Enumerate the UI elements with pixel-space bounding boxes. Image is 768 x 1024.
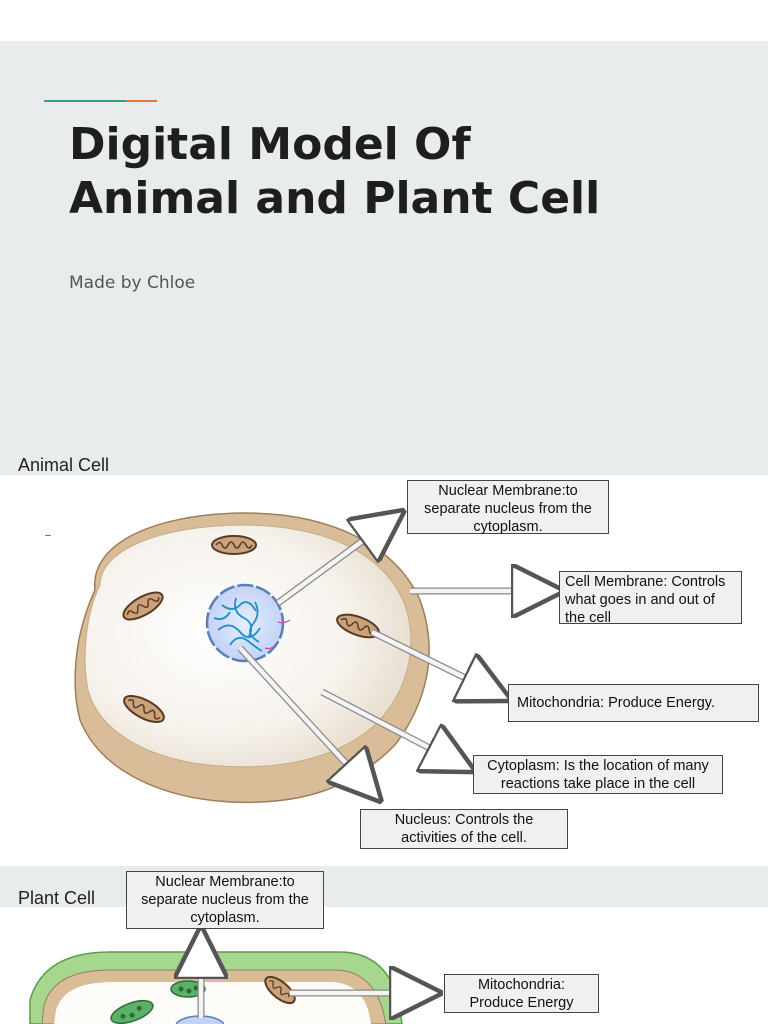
title-line-1: Digital Model Of <box>69 119 471 170</box>
page-title: Digital Model Of Animal and Plant Cell <box>69 118 729 226</box>
plant-slide-band <box>0 866 768 907</box>
accent-line-orange <box>126 100 157 102</box>
accent-line-teal <box>44 100 126 102</box>
nucleus <box>205 583 291 663</box>
title-slide <box>0 41 768 475</box>
subtitle-author: Made by Chloe <box>69 273 196 293</box>
callout-nucleus: Nucleus: Controls the activities of the … <box>360 809 568 849</box>
mitochondrion <box>122 591 164 621</box>
mitochondrion <box>123 694 165 724</box>
chloroplast <box>110 999 154 1024</box>
plant-cell-diagram <box>29 934 434 1024</box>
callout-cytoplasm: Cytoplasm: Is the location of many react… <box>473 755 723 794</box>
callout-nuclear-membrane: Nuclear Membrane:to separate nucleus fro… <box>407 480 609 535</box>
chloroplast <box>170 980 206 998</box>
callout-plant-nuclear-membrane: Nuclear Membrane:to separate nucleus fro… <box>126 871 324 929</box>
callout-plant-mitochondria: Mitochondria: Produce Energy <box>444 974 599 1013</box>
title-line-2: Animal and Plant Cell <box>69 173 601 224</box>
mitochondrion <box>211 535 257 555</box>
animal-cell-label: Animal Cell <box>18 455 110 475</box>
small-accent-dash <box>45 535 51 536</box>
plant-cell-label: Plant Cell <box>18 888 96 908</box>
mitochondrion <box>264 975 296 1005</box>
callout-mitochondria: Mitochondria: Produce Energy. <box>508 684 759 722</box>
callout-cell-membrane: Cell Membrane: Controls what goes in and… <box>559 571 742 626</box>
animal-cell-diagram <box>74 513 556 802</box>
